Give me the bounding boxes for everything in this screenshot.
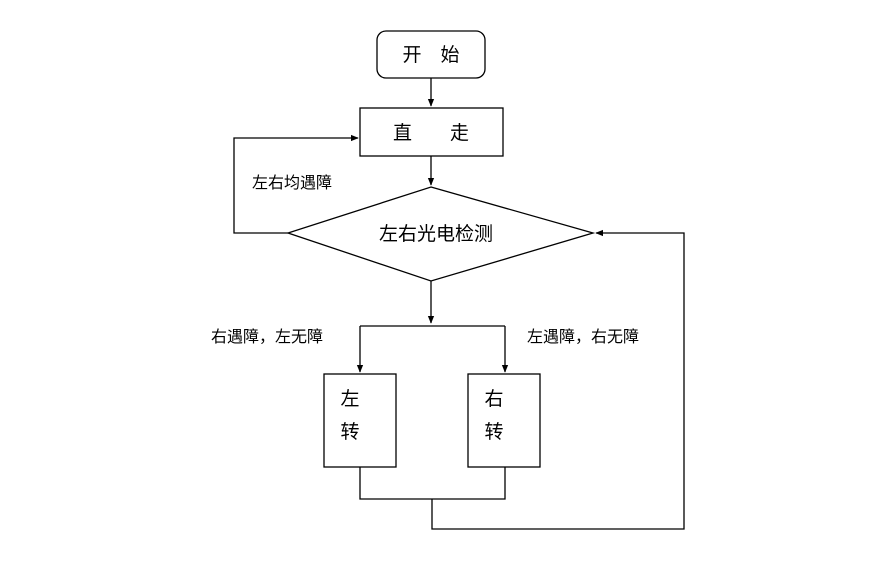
edge-label-left-blocked: 左遇障，右无障 bbox=[527, 327, 639, 346]
edge-label-right-blocked: 右遇障，左无障 bbox=[211, 327, 323, 346]
arrow-both-blocked-loop bbox=[233, 134, 359, 234]
turn-left-node bbox=[323, 373, 397, 468]
merge-line bbox=[359, 467, 506, 500]
arrow-return-to-detect bbox=[431, 229, 685, 530]
turn-right-label-line2: 转 bbox=[484, 421, 503, 443]
turn-left-label-line1: 左 bbox=[340, 388, 359, 410]
edge-label-both-blocked: 左右均遇障 bbox=[252, 173, 332, 192]
turn-left-label-line2: 转 bbox=[340, 421, 359, 443]
start-node-label: 开 始 bbox=[402, 44, 459, 66]
straight-node bbox=[359, 107, 504, 157]
turn-right-label-line1: 右 bbox=[484, 388, 503, 410]
detect-decision-label: 左右光电检测 bbox=[379, 223, 493, 245]
turn-right-node bbox=[467, 373, 541, 468]
straight-node-label: 直 走 bbox=[393, 122, 469, 144]
